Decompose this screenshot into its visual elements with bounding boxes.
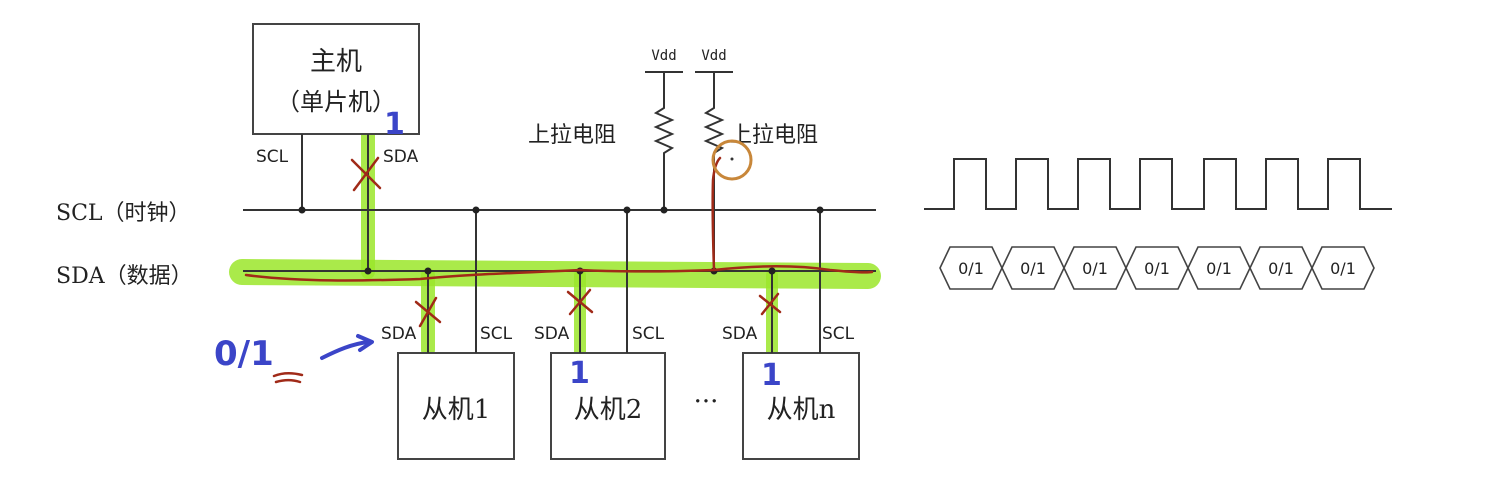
junction-dot bbox=[660, 206, 668, 214]
scl-bus-label: SCL（时钟） bbox=[56, 201, 191, 226]
data-cell-label: 0/1 bbox=[1330, 259, 1356, 278]
master-subtitle: （单片机） bbox=[276, 88, 396, 116]
master-title: 主机 bbox=[310, 47, 362, 77]
slave-1-scl-label: SCL bbox=[480, 324, 513, 344]
sda-highlight bbox=[229, 259, 881, 289]
master-x-mark bbox=[350, 156, 382, 192]
data-cell-label: 0/1 bbox=[958, 259, 984, 278]
slave-n: 从机n SDA SCL bbox=[722, 206, 860, 460]
slave-2-name: 从机2 bbox=[574, 395, 643, 425]
junction-dot bbox=[298, 206, 306, 214]
slave-2: 从机2 SDA SCL bbox=[534, 206, 666, 460]
resistor-1 bbox=[653, 72, 675, 210]
clock-waveform bbox=[924, 158, 1392, 210]
data-cell-label: 0/1 bbox=[1268, 259, 1294, 278]
pullup-label-2: 上拉电阻 bbox=[730, 123, 818, 148]
data-cell: 0/1 bbox=[1187, 246, 1251, 290]
circle-center-dot bbox=[730, 157, 734, 161]
slave-1-box bbox=[397, 352, 515, 460]
sda-bus-label: SDA（数据） bbox=[56, 264, 193, 289]
data-cell-label: 0/1 bbox=[1082, 259, 1108, 278]
data-cell-row: 0/1 0/1 0/1 0/1 0/1 0/1 0/1 bbox=[939, 246, 1375, 290]
vdd-label-2: Vdd bbox=[701, 48, 726, 64]
slave-n-x-mark bbox=[758, 292, 782, 316]
data-cell: 0/1 bbox=[1311, 246, 1375, 290]
note-underline bbox=[272, 372, 304, 384]
slave-1-name: 从机1 bbox=[422, 395, 491, 425]
slave-1-sda-label: SDA bbox=[381, 324, 417, 344]
slaven-one-note: 1 bbox=[761, 358, 782, 393]
data-cell: 0/1 bbox=[1063, 246, 1127, 290]
slave-n-sda-label: SDA bbox=[722, 324, 758, 344]
master-box bbox=[252, 23, 420, 135]
note-arrow bbox=[320, 340, 370, 360]
pullup-label-1: 上拉电阻 bbox=[528, 123, 616, 148]
data-cell-shape bbox=[1311, 246, 1375, 290]
pullup-trace bbox=[711, 156, 722, 272]
data-cell: 0/1 bbox=[939, 246, 1003, 290]
master-one-note: 1 bbox=[384, 107, 405, 142]
slave-n-name: 从机n bbox=[767, 395, 836, 425]
data-cell: 0/1 bbox=[1125, 246, 1189, 290]
master-scl-label: SCL bbox=[256, 147, 289, 167]
data-cell-label: 0/1 bbox=[1020, 259, 1046, 278]
resistor-2 bbox=[703, 72, 725, 271]
pullup-1: Vdd 上拉电阻 bbox=[528, 48, 683, 214]
sda-signal-trace bbox=[244, 264, 874, 282]
slave-2-x-mark bbox=[566, 288, 594, 316]
slave-n-box bbox=[742, 352, 860, 460]
data-cell: 0/1 bbox=[1001, 246, 1065, 290]
left-handwritten-note: 0/1 bbox=[214, 334, 274, 374]
slave-2-box bbox=[550, 352, 666, 460]
note-arrowhead bbox=[356, 334, 374, 352]
master-sda-label: SDA bbox=[383, 147, 419, 167]
highlight-circle bbox=[711, 139, 753, 181]
slave-2-scl-label: SCL bbox=[632, 324, 665, 344]
junction-dot bbox=[364, 267, 372, 275]
slave-2-one-note: 1 bbox=[569, 356, 590, 391]
vdd-label-1: Vdd bbox=[651, 48, 676, 64]
slave-1-x-mark bbox=[414, 296, 442, 328]
ellipsis: ··· bbox=[694, 387, 719, 417]
data-cell: 0/1 bbox=[1249, 246, 1313, 290]
data-cell-label: 0/1 bbox=[1206, 259, 1232, 278]
slave-n-scl-label: SCL bbox=[822, 324, 855, 344]
data-cell-label: 0/1 bbox=[1144, 259, 1170, 278]
slave-1: 从机1 SDA SCL bbox=[381, 206, 515, 460]
slave-2-sda-label: SDA bbox=[534, 324, 570, 344]
